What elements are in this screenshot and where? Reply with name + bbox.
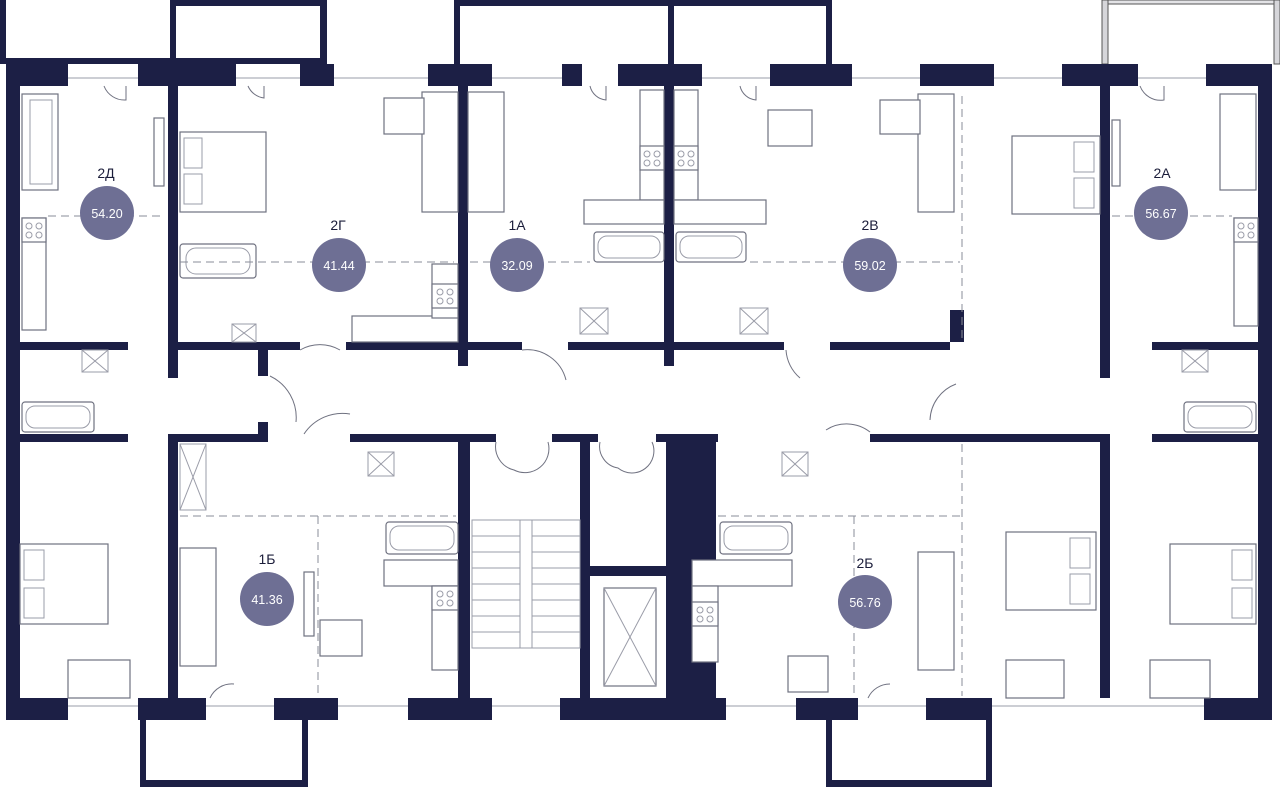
bathtub xyxy=(719,521,793,555)
balcony-top-3 xyxy=(454,0,460,64)
bathtub xyxy=(593,231,665,263)
dining-table xyxy=(787,655,829,693)
area-badge xyxy=(490,238,544,292)
apartment-label: 2А xyxy=(1153,165,1171,181)
desk xyxy=(1149,659,1211,699)
sofa xyxy=(179,547,217,667)
balcony-bottom-left xyxy=(140,720,146,786)
elevator xyxy=(603,587,657,687)
apartment-2b[interactable]: 2Б 56.76 xyxy=(838,555,892,629)
bed xyxy=(179,131,267,213)
bed xyxy=(1005,531,1097,611)
apartment-label: 1Б xyxy=(259,551,276,567)
desk xyxy=(67,659,131,699)
desk xyxy=(1005,659,1065,699)
apartment-label: 2Д xyxy=(97,165,115,181)
bathtub xyxy=(1183,401,1257,433)
area-badge xyxy=(240,572,294,626)
area-value: 41.44 xyxy=(323,259,354,273)
apartment-label: 1А xyxy=(508,217,526,233)
apartment-label: 2Б xyxy=(857,555,874,571)
area-badge xyxy=(312,238,366,292)
tv xyxy=(1111,119,1121,187)
area-value: 56.76 xyxy=(849,596,880,610)
bed xyxy=(1169,543,1257,625)
apartment-2d[interactable]: 2Д 54.20 xyxy=(80,165,134,240)
area-value: 32.09 xyxy=(501,259,532,273)
balcony-bottom-right xyxy=(826,720,832,786)
apartment-1a[interactable]: 1А 32.09 xyxy=(490,217,544,292)
bed xyxy=(1011,135,1101,215)
dining-table xyxy=(767,109,813,147)
sofa xyxy=(917,551,955,671)
bathtub xyxy=(675,231,747,263)
apartment-label: 2В xyxy=(861,217,878,233)
apartment-2a[interactable]: 2А 56.67 xyxy=(1134,165,1188,240)
area-badge xyxy=(838,575,892,629)
sofa xyxy=(21,93,59,191)
bathtub xyxy=(21,401,95,433)
inner-walls xyxy=(20,86,1258,698)
sofa xyxy=(421,91,459,213)
area-value: 56.67 xyxy=(1145,207,1176,221)
dining-table xyxy=(319,619,363,657)
bathtub xyxy=(179,243,257,279)
tv xyxy=(153,117,165,187)
outer-walls xyxy=(6,64,1272,720)
area-badge xyxy=(843,238,897,292)
apartment-2v[interactable]: 2В 59.02 xyxy=(843,217,897,292)
apartment-label: 2Г xyxy=(330,217,346,233)
staircase xyxy=(471,519,581,649)
hob xyxy=(21,145,1259,627)
tv xyxy=(303,571,315,637)
bathtub xyxy=(385,521,459,555)
shafts xyxy=(81,307,1209,511)
area-badge xyxy=(80,186,134,240)
balcony-top-right xyxy=(1101,0,1280,5)
area-value: 59.02 xyxy=(854,259,885,273)
sofa xyxy=(917,93,955,213)
balcony-top-1 xyxy=(0,0,6,64)
area-badge xyxy=(1134,186,1188,240)
apartment-1b[interactable]: 1Б 41.36 xyxy=(240,551,294,626)
apartment-2g[interactable]: 2Г 41.44 xyxy=(312,217,366,292)
sofa xyxy=(1219,93,1257,191)
bed xyxy=(19,543,109,625)
area-value: 41.36 xyxy=(251,593,282,607)
furniture xyxy=(19,85,1259,699)
sofa xyxy=(467,91,505,213)
area-value: 54.20 xyxy=(91,207,122,221)
